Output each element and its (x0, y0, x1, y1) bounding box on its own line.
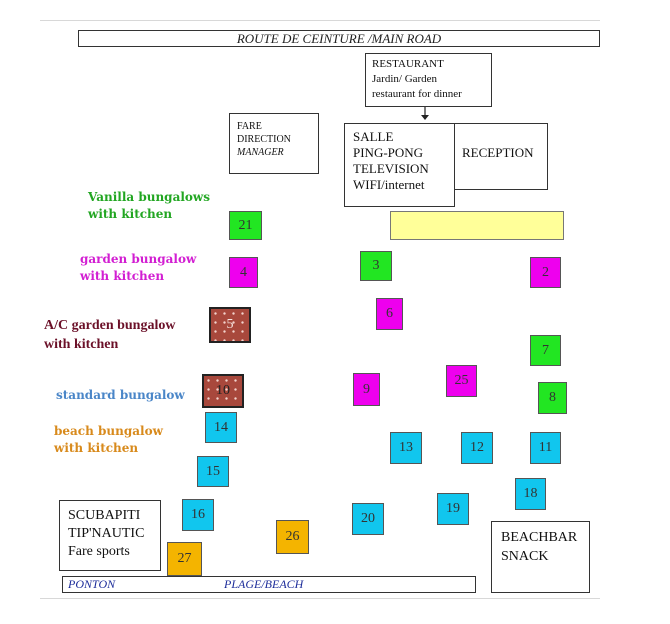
beach-strip (62, 576, 476, 593)
legend-standard-line1: standard bungalow (56, 388, 185, 402)
bungalow-8[interactable]: 8 (538, 382, 567, 414)
bungalow-10[interactable]: 10 (202, 374, 244, 408)
restaurant-title: RESTAURANT (372, 58, 444, 70)
bungalow-9[interactable]: 9 (353, 373, 380, 406)
manager-line2: DIRECTION (237, 134, 291, 145)
scubapiti-line1: SCUBAPITI (68, 508, 141, 523)
bungalow-4[interactable]: 4 (229, 257, 258, 288)
bungalow-15[interactable]: 15 (197, 456, 229, 487)
bungalow-3[interactable]: 3 (360, 251, 392, 281)
legend-vanilla-line1: Vanilla bungalows (88, 190, 210, 204)
salle-line4: WIFI/internet (353, 177, 425, 192)
restaurant-arrow-icon (421, 107, 429, 120)
restaurant-description: restaurant for dinner (372, 88, 462, 100)
bungalow-27[interactable]: 27 (167, 542, 202, 576)
bungalow-7[interactable]: 7 (530, 335, 561, 366)
ponton-label: PONTON (68, 577, 116, 591)
main-road-label: ROUTE DE CEINTURE /MAIN ROAD (78, 30, 600, 47)
legend-garden-line2: with kitchen (80, 269, 165, 283)
bungalow-5[interactable]: 5 (209, 307, 251, 343)
plage-label: PLAGE/BEACH (224, 577, 304, 591)
legend-beach: beach bungalow with kitchen (54, 423, 163, 457)
bungalow-26[interactable]: 26 (276, 520, 309, 554)
legend-ac-line1: A/C garden bungalow (44, 318, 176, 333)
salle-line2: PING-PONG (353, 145, 424, 160)
reception-yellow-area (390, 211, 564, 240)
bungalow-20[interactable]: 20 (352, 503, 384, 535)
legend-garden: garden bungalow with kitchen (80, 251, 196, 285)
legend-standard: standard bungalow (56, 387, 185, 404)
manager-office-box[interactable]: FARE DIRECTION MANAGER (229, 113, 319, 174)
bungalow-16[interactable]: 16 (182, 499, 214, 531)
bungalow-25[interactable]: 25 (446, 365, 477, 397)
legend-beach-line2: with kitchen (54, 441, 139, 455)
salle-box[interactable]: SALLE PING-PONG TELEVISION WIFI/internet (344, 123, 455, 207)
bungalow-2[interactable]: 2 (530, 257, 561, 288)
legend-garden-line1: garden bungalow (80, 252, 197, 266)
beachbar-line2: SNACK (501, 549, 549, 564)
legend-ac: A/C garden bungalow with kitchen (44, 316, 175, 354)
salle-line3: TELEVISION (353, 161, 429, 176)
restaurant-box[interactable]: RESTAURANT Jardin/ Garden restaurant for… (365, 53, 492, 107)
map-frame-top (40, 20, 600, 21)
bungalow-14[interactable]: 14 (205, 412, 237, 443)
reception-label[interactable]: RECEPTION (462, 145, 534, 160)
scubapiti-box[interactable]: SCUBAPITI TIP'NAUTIC Fare sports (59, 500, 161, 571)
bungalow-13[interactable]: 13 (390, 432, 422, 464)
bungalow-21[interactable]: 21 (229, 211, 262, 240)
scubapiti-line2: TIP'NAUTIC (68, 526, 145, 541)
manager-line3: MANAGER (237, 147, 284, 158)
beachbar-box[interactable]: BEACHBAR SNACK (491, 521, 590, 593)
salle-line1: SALLE (353, 129, 394, 144)
legend-vanilla-line2: with kitchen (88, 207, 173, 221)
bungalow-19[interactable]: 19 (437, 493, 469, 525)
bungalow-12[interactable]: 12 (461, 432, 493, 464)
bungalow-11[interactable]: 11 (530, 432, 561, 464)
manager-line1: FARE (237, 121, 262, 132)
beachbar-line1: BEACHBAR (501, 530, 578, 545)
legend-beach-line1: beach bungalow (54, 424, 163, 438)
legend-vanilla: Vanilla bungalows with kitchen (88, 189, 210, 223)
bungalow-6[interactable]: 6 (376, 298, 403, 330)
map-frame-bottom (40, 598, 600, 599)
legend-ac-line2: with kitchen (44, 337, 119, 352)
restaurant-subtitle: Jardin/ Garden (372, 73, 438, 85)
bungalow-18[interactable]: 18 (515, 478, 546, 510)
scubapiti-line3: Fare sports (68, 544, 130, 559)
